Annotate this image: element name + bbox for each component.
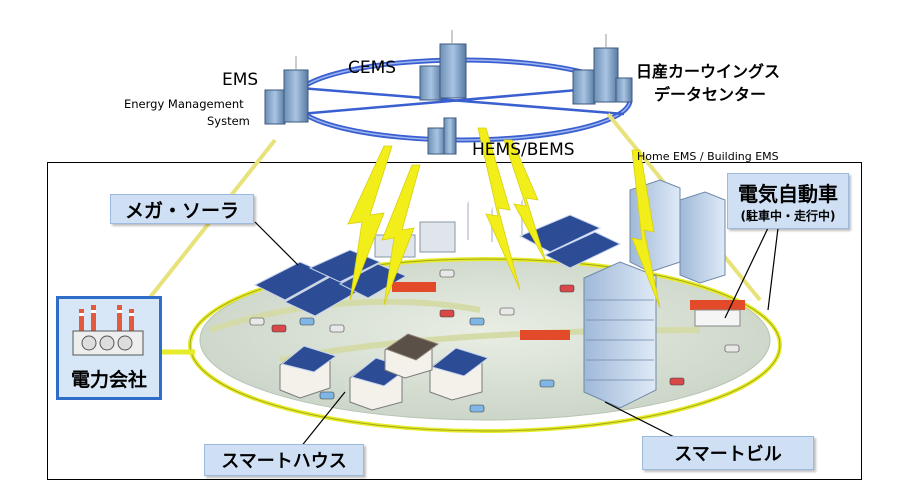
ems-subtitle-line2: System [207,114,250,128]
cars [249,269,740,413]
lightning-bolts [347,127,661,309]
power-company-box: 電力会社 [56,296,162,400]
power-plant-icon [72,305,144,356]
hems-bems-label: HEMS/BEMS [472,140,575,160]
mega-solar-badge: メガ・ソーラ [110,194,254,224]
nissan-datacenter-label-line1: 日産カーウイングス [636,62,781,81]
smart-house-label: スマートハウス [221,451,347,472]
smart-houses [279,333,490,411]
callout-lines [254,221,779,449]
ems-label: EMS [222,70,259,90]
electric-vehicle-sublabel: (駐車中・走行中) [740,209,836,223]
power-company-label: 電力会社 [70,369,147,391]
hems-bems-server-building [427,117,457,155]
electric-vehicle-badge: 電気自動車 (駐車中・走行中) [727,173,849,229]
cems-label: CEMS [348,58,397,78]
cems-server-building [419,30,467,101]
ev-charging-stations [392,282,745,340]
mega-solar-label: メガ・ソーラ [124,199,239,222]
smart-building-towers [583,179,726,409]
nissan-datacenter-label-line2: データセンター [654,85,767,104]
home-building-ems-label: Home EMS / Building EMS [637,150,779,163]
ems-server-building [264,56,309,125]
smart-building-badge: スマートビル [642,436,814,470]
smart-building-label: スマートビル [674,444,782,465]
smart-house-badge: スマートハウス [204,444,364,476]
ems-subtitle-line1: Energy Management [124,97,244,111]
electric-vehicle-label: 電気自動車 [738,182,838,206]
nissan-datacenter-building [572,34,633,105]
